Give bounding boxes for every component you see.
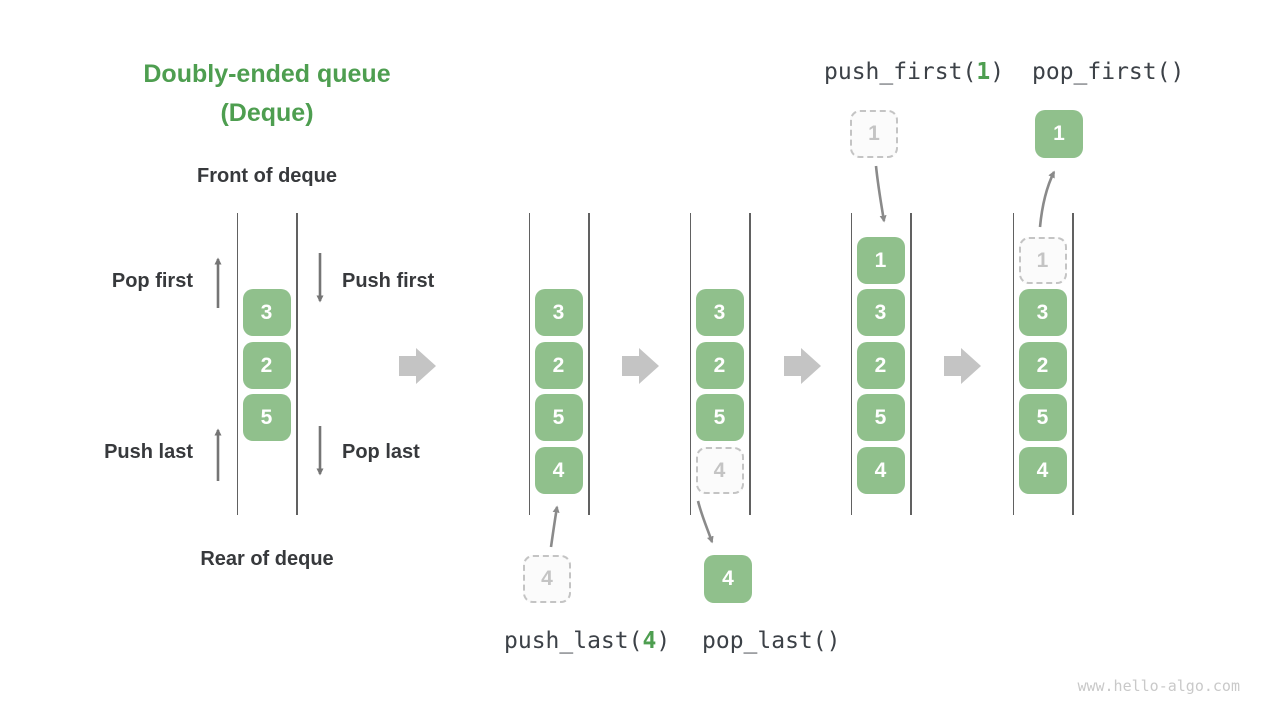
transition-arrow-icon <box>622 348 659 384</box>
code-text: push_first( <box>824 59 977 85</box>
transition-arrow-icon <box>399 348 436 384</box>
pop-first-label: Pop first <box>111 270 193 292</box>
pop-first-popped-cell: 1 <box>1035 110 1083 158</box>
queue-wall <box>236 213 238 515</box>
code-text: ) <box>656 628 671 654</box>
transition-arrow-icon <box>784 348 821 384</box>
queue-cell: 4 <box>534 447 583 494</box>
page-title-line-1: Doubly-ended queue <box>143 60 391 88</box>
pop-last-popped-cell: 4 <box>704 555 752 603</box>
rear-of-deque-label: Rear of deque <box>200 548 334 570</box>
front-of-deque-label: Front of deque <box>197 165 337 187</box>
queue-state-push-first: 1 3 2 5 4 <box>850 213 912 515</box>
queue-cell-ghost: 1 <box>1018 237 1067 284</box>
queue-wall <box>1072 213 1074 515</box>
code-text: push_last( <box>504 628 643 654</box>
queue-wall <box>749 213 751 515</box>
queue-wall <box>689 213 691 515</box>
queue-cell: 3 <box>695 289 744 336</box>
queue-cell: 1 <box>856 237 905 284</box>
queue-state-initial: 3 2 5 <box>236 213 298 515</box>
push-last-incoming-cell: 4 <box>523 555 571 603</box>
queue-cell: 5 <box>1018 394 1067 441</box>
queue-state-pop-last: 3 2 5 4 <box>689 213 751 515</box>
queue-wall <box>528 213 530 515</box>
push-first-incoming-cell: 1 <box>850 110 898 158</box>
queue-wall <box>588 213 590 515</box>
queue-cell: 3 <box>856 289 905 336</box>
queue-cell: 2 <box>695 342 744 389</box>
code-arg: 1 <box>976 59 991 85</box>
push-last-label: Push last <box>104 441 193 463</box>
queue-cell: 5 <box>695 394 744 441</box>
queue-cell: 5 <box>534 394 583 441</box>
queue-cell: 3 <box>242 289 291 336</box>
queue-wall <box>296 213 298 515</box>
queue-cell: 5 <box>856 394 905 441</box>
queue-wall <box>850 213 852 515</box>
queue-cell: 3 <box>1018 289 1067 336</box>
push-first-label: Push first <box>342 270 435 292</box>
queue-cell: 2 <box>1018 342 1067 389</box>
queue-cell: 3 <box>534 289 583 336</box>
pop-last-call-label: pop_last() <box>702 628 841 654</box>
push-first-call-label: push_first(1) <box>824 59 1004 85</box>
queue-cell-ghost: 4 <box>695 447 744 494</box>
queue-cell: 2 <box>856 342 905 389</box>
queue-cell: 5 <box>242 394 291 441</box>
page-title-line-2: (Deque) <box>220 99 314 127</box>
queue-cell: 4 <box>856 447 905 494</box>
push-last-call-label: push_last(4) <box>504 628 670 654</box>
code-text: ) <box>990 59 1005 85</box>
transition-arrow-icon <box>944 348 981 384</box>
queue-cell: 2 <box>534 342 583 389</box>
code-arg: 4 <box>642 628 657 654</box>
queue-wall <box>1012 213 1014 515</box>
queue-cell: 2 <box>242 342 291 389</box>
queue-state-push-last: 3 2 5 4 <box>528 213 590 515</box>
watermark: www.hello-algo.com <box>1077 677 1240 695</box>
queue-cell: 4 <box>1018 447 1067 494</box>
pop-last-label: Pop last <box>342 441 420 463</box>
queue-wall <box>910 213 912 515</box>
pop-first-call-label: pop_first() <box>1032 59 1185 85</box>
queue-state-pop-first: 1 3 2 5 4 <box>1012 213 1074 515</box>
